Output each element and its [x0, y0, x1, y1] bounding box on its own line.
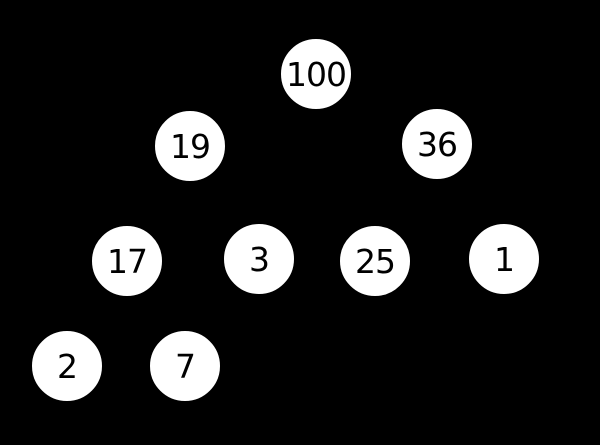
tree-node-1: 1	[467, 222, 541, 296]
node-label: 2	[57, 346, 78, 386]
tree-node-25: 25	[338, 224, 412, 298]
tree-node-7: 7	[148, 329, 222, 403]
node-label: 36	[417, 124, 458, 164]
tree-node-2: 2	[30, 329, 104, 403]
tree-node-19: 19	[153, 109, 227, 183]
node-label: 19	[170, 126, 211, 166]
node-label: 100	[286, 54, 347, 94]
node-label: 3	[249, 239, 270, 279]
tree-node-3: 3	[222, 222, 296, 296]
node-label: 25	[355, 241, 396, 281]
node-label: 7	[175, 346, 196, 386]
node-label: 17	[107, 241, 148, 281]
tree-node-36: 36	[400, 107, 474, 181]
tree-node-100: 100	[279, 37, 353, 111]
tree-node-17: 17	[90, 224, 164, 298]
node-label: 1	[494, 239, 515, 279]
